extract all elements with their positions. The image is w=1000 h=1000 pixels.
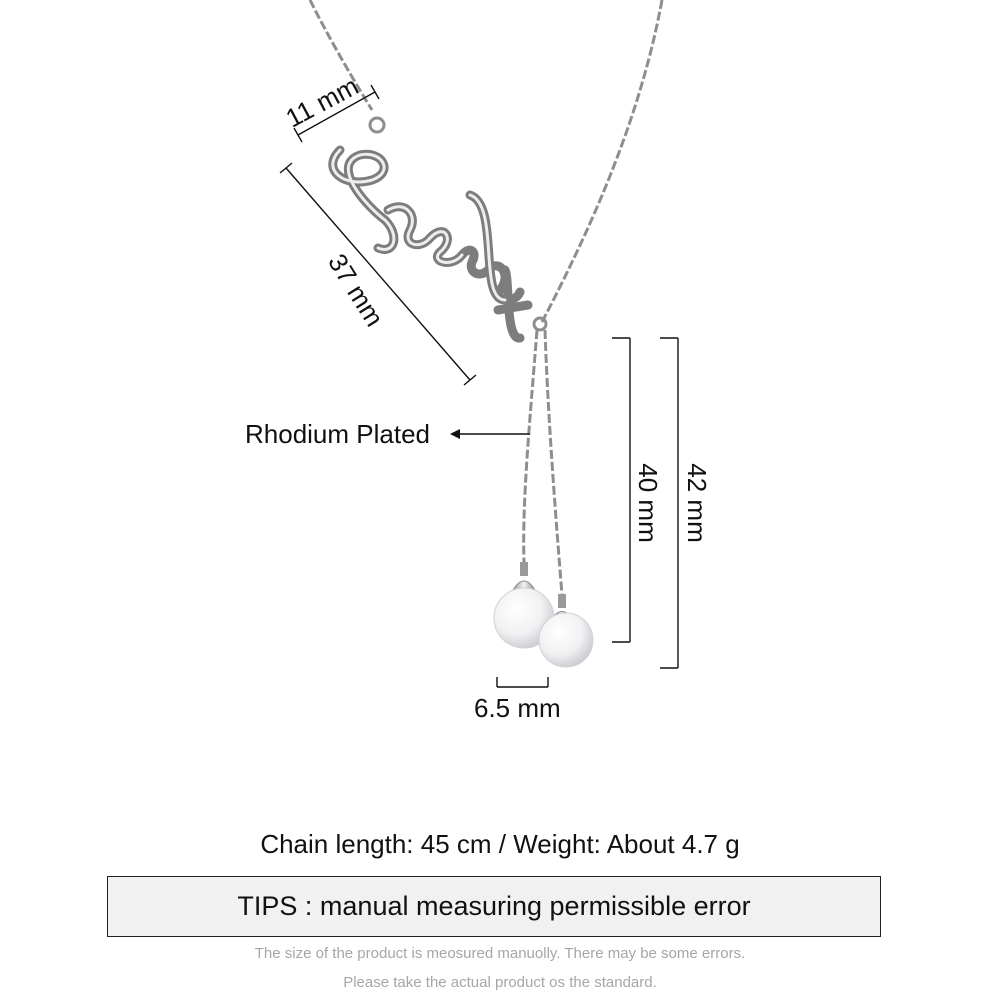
disclaimer-line-1: The size of the product is meosured manu… xyxy=(254,945,746,962)
left-chain xyxy=(308,0,374,111)
dimension-line-11mm xyxy=(293,84,380,143)
inner-drop-length-label: 40 mm xyxy=(633,463,663,543)
outer-drop-length-label: 42 mm xyxy=(682,463,712,543)
rhodium-arrow-head xyxy=(450,429,460,439)
dimension-line-6-5mm xyxy=(496,677,549,688)
dimension-line-42mm xyxy=(660,337,679,669)
drop-chain-right xyxy=(543,329,564,596)
disclaimer-line-2: Please take the actual product os the st… xyxy=(343,974,657,991)
pearl-left xyxy=(493,562,555,649)
material-label: Rhodium Plated xyxy=(245,419,430,449)
right-chain xyxy=(540,0,664,323)
pearl-right xyxy=(538,594,594,668)
tips-text: TIPS : manual measuring permissible erro… xyxy=(237,891,751,921)
drop-chain-left xyxy=(522,329,539,563)
pearl-diameter-label: 6.5 mm xyxy=(474,693,561,723)
tips-box: TIPS : manual measuring permissible erro… xyxy=(107,876,881,937)
dimension-line-37mm xyxy=(279,162,477,386)
chain-info-text: Chain length: 45 cm / Weight: About 4.7 … xyxy=(260,829,740,859)
dimension-line-40mm xyxy=(612,337,631,643)
